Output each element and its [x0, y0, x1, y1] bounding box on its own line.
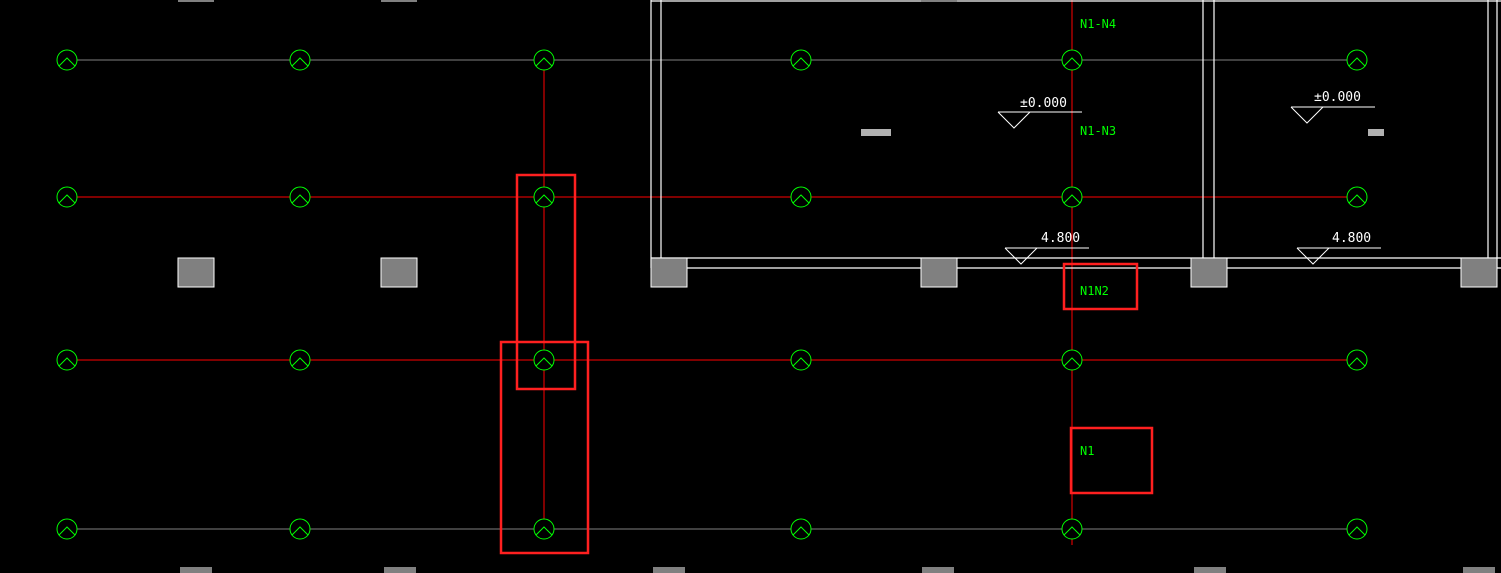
- circle-with-chevron-icon: [1061, 49, 1083, 71]
- circle-with-chevron-icon: [1346, 518, 1368, 540]
- circle-with-chevron-icon: [533, 186, 555, 208]
- label-n1-n4: N1-N4: [1080, 17, 1116, 31]
- column-block: [1194, 567, 1226, 573]
- circle-with-chevron-icon: [56, 186, 78, 208]
- column-block: [381, 0, 417, 2]
- label-n1-n3: N1-N3: [1080, 124, 1116, 138]
- column-block: [921, 0, 957, 2]
- circle-with-chevron-icon: [289, 49, 311, 71]
- label-n1: N1: [1080, 444, 1094, 458]
- column-block: [922, 567, 954, 573]
- column-block: [178, 0, 214, 2]
- elevation-marker-icon: [997, 111, 1082, 129]
- elevation-marker-icon: [1004, 247, 1089, 265]
- room-label-mark: [861, 129, 891, 136]
- elevation-markers: [997, 106, 1381, 265]
- elevation-left-top: ±0.000: [1020, 96, 1067, 111]
- grid-lines: [67, 0, 1357, 545]
- highlight-boxes: [499, 173, 1154, 555]
- column-block: [177, 257, 215, 288]
- circle-with-chevron-icon: [1061, 518, 1083, 540]
- column-block: [1463, 567, 1495, 573]
- elevation-right-top: ±0.000: [1314, 90, 1361, 105]
- column-block: [1190, 257, 1228, 288]
- column-block: [180, 567, 212, 573]
- column-block: [920, 257, 958, 288]
- circle-with-chevron-icon: [533, 49, 555, 71]
- circle-with-chevron-icon: [533, 518, 555, 540]
- circle-with-chevron-icon: [790, 518, 812, 540]
- elevation-marker-icon: [1296, 247, 1381, 265]
- elevation-marker-icon: [1290, 106, 1375, 124]
- circle-with-chevron-icon: [1061, 349, 1083, 371]
- circle-with-chevron-icon: [1346, 49, 1368, 71]
- label-n1n2: N1N2: [1080, 284, 1109, 298]
- circle-with-chevron-icon: [56, 349, 78, 371]
- circle-with-chevron-icon: [790, 186, 812, 208]
- walls: [650, 0, 1501, 269]
- circle-with-chevron-icon: [289, 186, 311, 208]
- column-block: [380, 257, 418, 288]
- circle-with-chevron-icon: [56, 49, 78, 71]
- column-block: [653, 567, 685, 573]
- highlight-box: [515, 173, 577, 391]
- elevation-right-bottom: 4.800: [1332, 231, 1371, 246]
- highlight-box: [1069, 426, 1154, 495]
- highlight-box: [1062, 262, 1139, 311]
- circle-with-chevron-icon: [289, 518, 311, 540]
- elevation-left-bottom: 4.800: [1041, 231, 1080, 246]
- columns: [177, 0, 1498, 573]
- column-block: [1460, 257, 1498, 288]
- circle-with-chevron-icon: [1346, 349, 1368, 371]
- highlight-box: [499, 340, 590, 555]
- circle-with-chevron-icon: [56, 518, 78, 540]
- nodes: [56, 49, 1368, 540]
- column-block: [384, 567, 416, 573]
- circle-with-chevron-icon: [1061, 186, 1083, 208]
- circle-with-chevron-icon: [790, 349, 812, 371]
- circle-with-chevron-icon: [289, 349, 311, 371]
- circle-with-chevron-icon: [1346, 186, 1368, 208]
- room-label-mark: [1368, 129, 1384, 136]
- circle-with-chevron-icon: [790, 49, 812, 71]
- circle-with-chevron-icon: [533, 349, 555, 371]
- column-block: [650, 257, 688, 288]
